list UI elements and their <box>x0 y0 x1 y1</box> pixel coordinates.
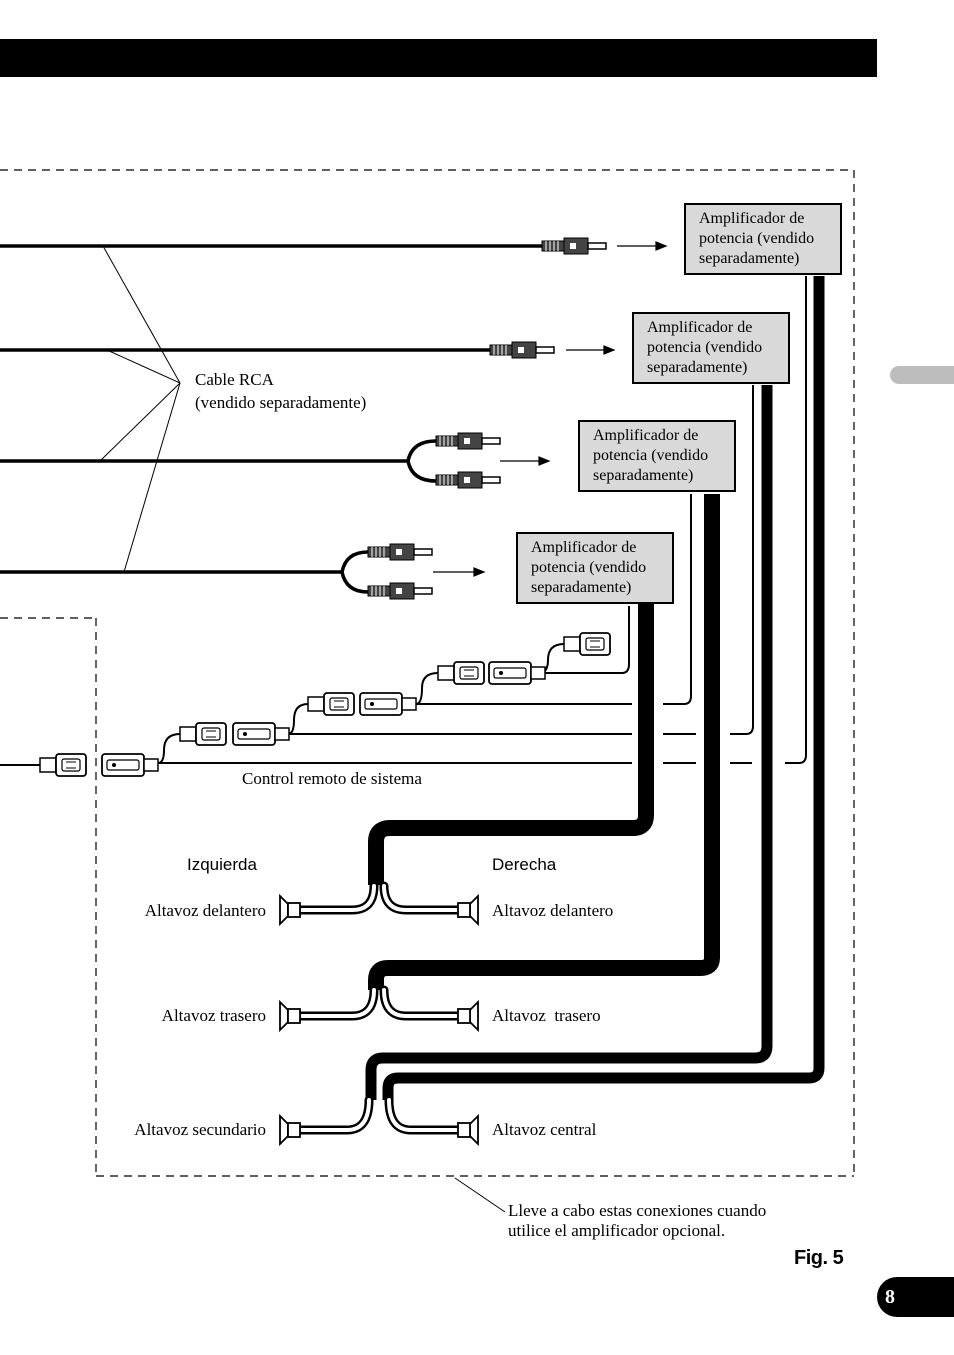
optional-amp-note: Lleve a cabo estas conexiones cuando uti… <box>508 1201 767 1240</box>
speaker-icon <box>457 895 479 925</box>
page-number: 8 <box>877 1277 954 1317</box>
rear-left-speaker-label: Altavoz trasero <box>161 1006 266 1025</box>
front-left-speaker-label: Altavoz delantero <box>144 901 266 920</box>
rca-cables <box>0 244 542 594</box>
front-right-speaker-label: Altavoz delantero <box>492 901 614 920</box>
speaker-icon <box>457 1001 479 1031</box>
header-bar <box>0 39 877 77</box>
note-leader <box>454 1177 506 1213</box>
speaker-icon <box>279 1115 301 1145</box>
remote-control-label: Control remoto de sistema <box>242 769 422 788</box>
optional-zone-border <box>0 169 855 1177</box>
left-side-heading: Izquierda <box>187 855 257 874</box>
amplifier-box-2: Amplificador de potencia (vendido separa… <box>632 312 790 384</box>
speaker-leads <box>295 881 463 1135</box>
subwoofer-speaker-label: Altavoz secundario <box>134 1120 266 1139</box>
speaker-icon <box>279 1001 301 1031</box>
signal-arrows <box>433 241 668 577</box>
section-tab <box>890 366 954 384</box>
speaker-cables <box>365 276 825 1100</box>
rca-label-leaders <box>99 245 181 573</box>
rca-cable-label: Cable RCA (vendido separadamente) <box>195 370 367 412</box>
speaker-icon <box>457 1115 479 1145</box>
speaker-icon <box>279 895 301 925</box>
amplifier-box-1: Amplificador de potencia (vendido separa… <box>684 203 842 275</box>
right-side-heading: Derecha <box>492 855 557 874</box>
figure-label: Fig. 5 <box>794 1247 844 1269</box>
amplifier-box-4: Amplificador de potencia (vendido separa… <box>516 532 674 604</box>
rear-right-speaker-label: Altavoz trasero <box>492 1006 601 1025</box>
center-speaker-label: Altavoz central <box>492 1120 597 1139</box>
amplifier-box-3: Amplificador de potencia (vendido separa… <box>578 420 736 492</box>
